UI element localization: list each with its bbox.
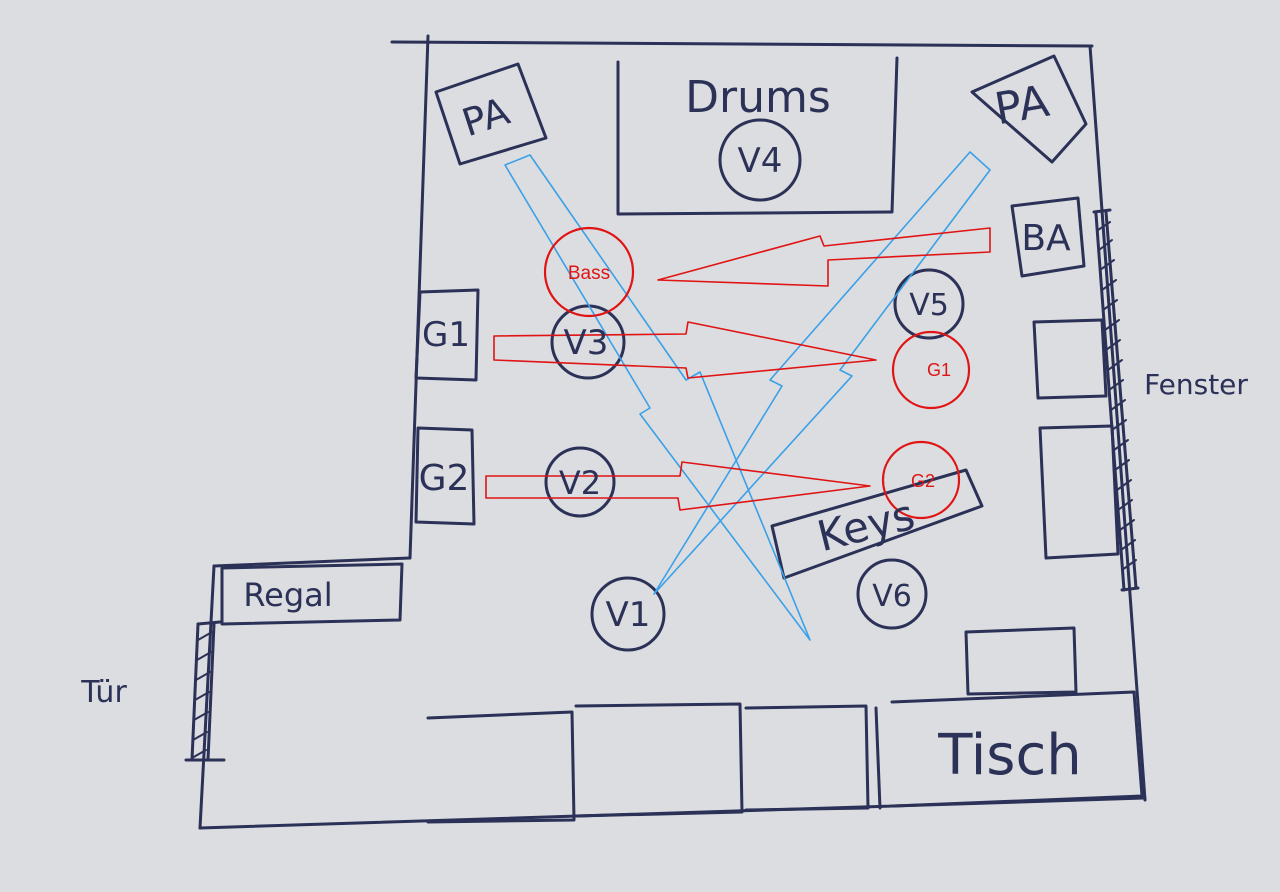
door-frame-right [206, 622, 216, 762]
g2-red-label: G2 [911, 471, 935, 491]
v1-label: V1 [606, 595, 651, 635]
room-wall-top [390, 40, 1094, 48]
pa-left-dispersion [504, 154, 811, 641]
bass-amp-box [1010, 196, 1086, 278]
window-tick-top [1092, 208, 1112, 214]
keys-box [770, 468, 984, 580]
right-cabinet-upper [1032, 318, 1108, 400]
window-frame-left [1094, 212, 1126, 592]
g1-amp-box [414, 288, 480, 382]
pa-right-box [970, 54, 1088, 164]
g1-amp-label: G1 [422, 315, 470, 355]
v2-circle [544, 446, 616, 518]
window-hatch [1097, 221, 1137, 571]
bass-red-label: Bass [568, 263, 610, 284]
v5-label: V5 [909, 288, 949, 323]
v5-circle [893, 268, 965, 340]
drums-label: Drums [685, 72, 831, 123]
bottom-cabinet-2 [574, 702, 744, 818]
door-frame-left [190, 622, 200, 762]
v6-circle [856, 558, 928, 630]
door-tick-top [196, 620, 222, 626]
g2-amp-label: G2 [419, 458, 470, 499]
window-frame-right [1104, 210, 1138, 590]
pa-left-box [434, 62, 548, 166]
small-box-on-table [964, 626, 1078, 696]
g1-red-circle [891, 330, 971, 410]
bottom-cabinet-1 [426, 710, 576, 824]
room-wall-left-lower [198, 564, 216, 830]
v3-circle [550, 304, 626, 380]
bottom-cabinet-3 [744, 704, 870, 812]
drums-riser [616, 56, 899, 216]
tuer-label: Tür [80, 675, 127, 710]
tisch-label: Tisch [937, 723, 1082, 788]
v1-circle [590, 576, 666, 652]
g2-arrow [485, 461, 871, 511]
v4-circle [718, 118, 802, 202]
room-wall-step [212, 556, 412, 568]
g1-arrow [493, 321, 877, 379]
ba-label: BA [1021, 218, 1071, 259]
pa-right-dispersion [653, 151, 991, 595]
right-cabinet-lower [1038, 424, 1120, 560]
window-tick-bottom [1120, 586, 1140, 592]
g1-red-label: G1 [927, 360, 951, 380]
v3-label: V3 [564, 323, 609, 363]
v4-label: V4 [738, 141, 783, 181]
fenster-label: Fenster [1144, 368, 1248, 401]
room-wall-right [1088, 44, 1147, 802]
tisch-divider [874, 706, 882, 810]
regal-label: Regal [243, 576, 332, 614]
v6-label: V6 [872, 579, 912, 614]
pa-right-label: PA [991, 76, 1053, 136]
v2-label: V2 [559, 464, 601, 502]
g2-red-circle [881, 440, 961, 520]
bass-arrow [657, 227, 991, 287]
regal-box [220, 562, 404, 626]
bass-red-circle [543, 226, 635, 318]
tisch-box [890, 690, 1144, 808]
door-hatch [191, 631, 213, 759]
g2-amp-box [414, 426, 476, 526]
